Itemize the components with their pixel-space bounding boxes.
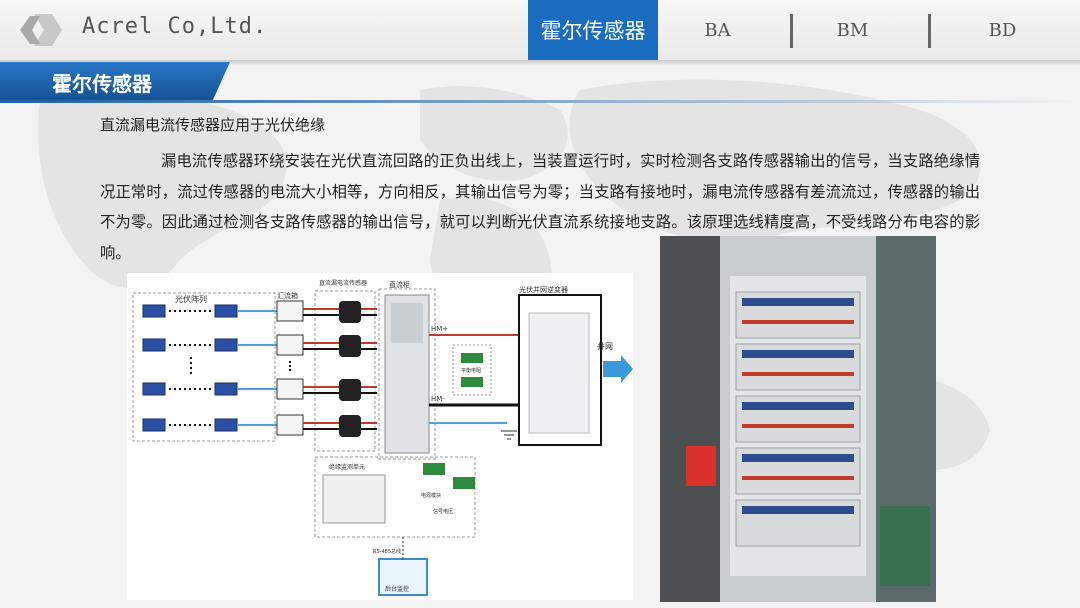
dc-cabinet-label: 直流柜: [389, 280, 410, 289]
hm-pos-label: HM+: [431, 325, 448, 333]
banner-underline: [0, 100, 1080, 103]
pv-insulation-diagram: 光伏阵列 汇流箱 直流漏电流传感器 直流柜 HM+: [127, 273, 633, 600]
content-subtitle: 直流漏电流传感器应用于光伏绝缘: [100, 116, 326, 134]
sensor-label: 直流漏电流传感器: [319, 279, 367, 287]
company-name: Acrel Co,Ltd.: [82, 14, 268, 39]
inverter-label: 光伏并网逆变器: [519, 285, 568, 294]
grid-label: 并网: [597, 341, 613, 351]
section-title: 霍尔传感器: [52, 72, 152, 96]
tab-separator: [928, 14, 931, 48]
cabinet-photo: [660, 236, 936, 602]
monitor-unit-label: 绝缘监测单元: [329, 463, 365, 471]
signal-label: 信号电压: [433, 508, 453, 515]
tab-bd[interactable]: BD: [988, 20, 1017, 41]
tab-ba[interactable]: BA: [704, 20, 731, 41]
backend-label: 后台监控: [385, 585, 409, 593]
section-banner: [0, 62, 230, 102]
pv-array-label: 光伏阵列: [175, 294, 207, 304]
combiner-label: 汇流箱: [277, 291, 298, 300]
power-module-label: 电源模块: [421, 492, 441, 499]
header-shadow: [0, 60, 1080, 66]
tab-hall-sensor[interactable]: 霍尔传感器: [528, 0, 658, 60]
rs485-label: RS-485总线: [373, 548, 401, 555]
tab-bm[interactable]: BM: [836, 20, 869, 41]
tab-separator: [790, 14, 793, 48]
pv-array-frame: [132, 292, 276, 442]
content-paragraph: 漏电流传感器环绕安装在光伏直流回路的正负出线上，当装置运行时，实时检测各支路传感…: [100, 152, 980, 262]
hm-neg-label: HM-: [431, 395, 445, 403]
balance-label: 平衡电阻: [461, 367, 481, 374]
acrel-logo-icon: [20, 14, 62, 46]
